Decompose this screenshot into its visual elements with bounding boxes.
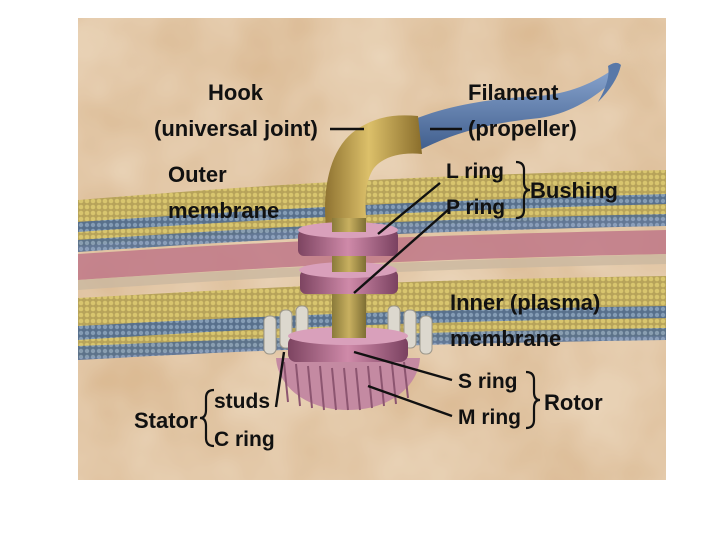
inner-membrane-label-1: Inner (plasma) [450,290,600,315]
s-ring-leader [353,350,453,382]
rotor-label: Rotor [544,390,603,415]
p-ring-leader [353,209,449,294]
outer-membrane-label-2: membrane [168,198,279,223]
p-ring-label: P ring [446,196,505,219]
rotor-brace [525,370,541,430]
hook-note-label: (universal joint) [154,116,318,141]
inner-membrane-label-2: membrane [450,326,561,351]
filament-note-label: (propeller) [468,116,577,141]
inner-membrane-layer [78,276,666,360]
filament-tip [598,62,621,102]
l-ring-label: L ring [446,160,504,183]
l-ring-leader [377,182,441,235]
hook-label: Hook [208,80,264,105]
stator-brace [199,388,215,448]
bushing-brace [515,160,531,220]
m-ring-label: M ring [458,406,521,429]
bushing-label: Bushing [530,178,618,203]
s-ring-label: S ring [458,370,518,393]
l-ring [298,222,398,256]
filament [408,66,618,152]
stator-label: Stator [134,408,198,433]
studs-leader [274,351,286,408]
sm-ring [288,326,408,362]
studs-label: studs [214,390,270,413]
hook [325,115,422,232]
filament-label: Filament [468,80,559,105]
flagellar-motor-diagram: Hook (universal joint) Filament (propell… [78,18,666,480]
flagellar-motor-figure: Hook (universal joint) Filament (propell… [78,18,666,480]
outer-membrane-label-1: Outer [168,162,227,187]
c-ring-label: C ring [214,428,275,451]
stator-studs [263,305,433,355]
m-ring-leader [367,384,453,418]
